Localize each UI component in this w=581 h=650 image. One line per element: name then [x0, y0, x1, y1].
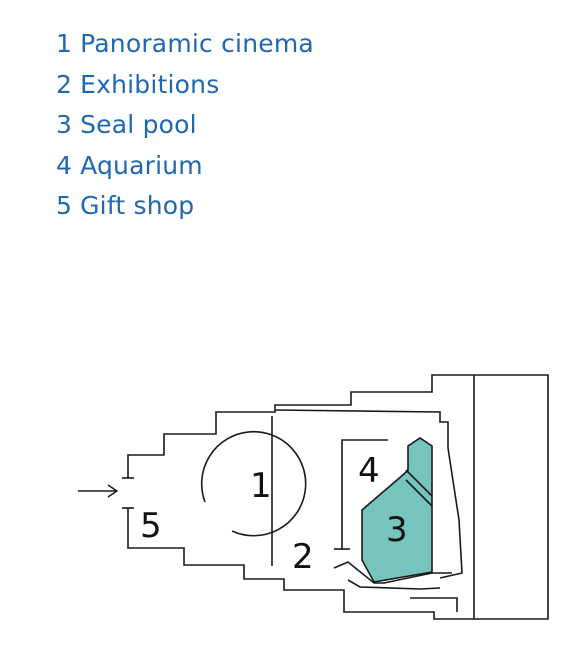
- west-wall: [127, 374, 549, 620]
- legend-number: 5: [56, 191, 73, 220]
- legend-label: Gift shop: [80, 191, 195, 220]
- room-label-seal-pool: 3: [386, 510, 408, 550]
- building-walls: [122, 374, 549, 620]
- arrow-right-icon: [78, 484, 119, 498]
- seal-pool: [361, 437, 433, 583]
- room-label-aquarium: 4: [358, 451, 380, 491]
- inner-corridor-top: [274, 409, 463, 579]
- seal-pool-divider-1: [405, 469, 433, 497]
- legend-number: 1: [56, 29, 73, 58]
- legend-number: 4: [56, 150, 73, 180]
- gift-shop-lower: [410, 597, 458, 612]
- room-label-gift-shop: 5: [140, 506, 162, 546]
- seal-pool-divider-2: [405, 479, 433, 507]
- room-label-exhibitions: 2: [292, 537, 314, 577]
- aquarium-wall: [341, 439, 388, 550]
- exhibition-step: [347, 579, 441, 590]
- legend-label: Seal pool: [80, 110, 197, 139]
- exhibition-lower-wall: [333, 561, 452, 584]
- cinema-circle: [200, 430, 307, 537]
- legend-label: Aquarium: [80, 150, 203, 180]
- legend-label: Exhibitions: [80, 69, 220, 99]
- legend-number: 2: [56, 69, 73, 99]
- legend-number: 3: [56, 110, 73, 139]
- room-label-cinema: 1: [250, 466, 272, 506]
- legend-label: Panoramic cinema: [80, 29, 314, 58]
